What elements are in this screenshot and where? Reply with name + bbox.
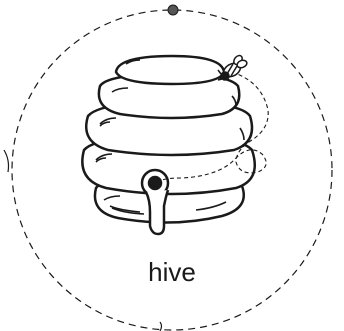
pin-dot-icon: [168, 5, 178, 15]
edge-tick-left: [4, 150, 9, 172]
beehive-icon: [82, 56, 254, 234]
word-label: hive: [148, 257, 196, 287]
edge-tick-bottom: [160, 322, 162, 331]
